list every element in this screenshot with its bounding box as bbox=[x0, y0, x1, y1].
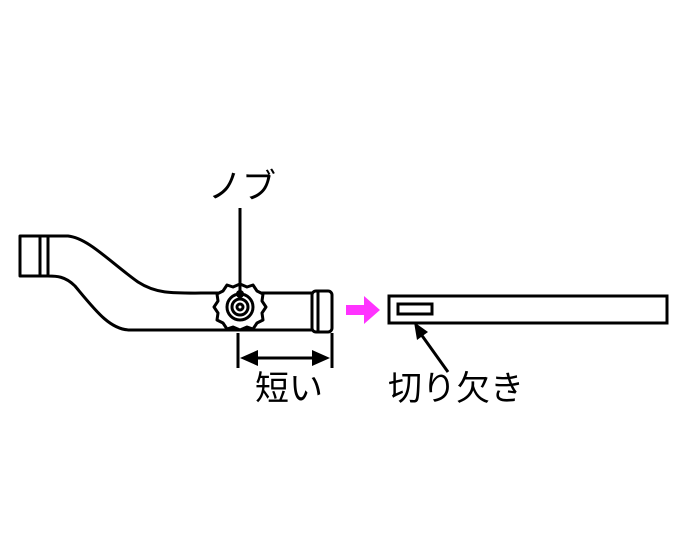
handle-end-grip bbox=[310, 289, 334, 334]
handle-body bbox=[46, 234, 322, 332]
notch-slot bbox=[396, 302, 434, 316]
arrow-right-icon bbox=[346, 296, 380, 324]
notch-leader-arrowhead bbox=[414, 322, 428, 340]
knob-label: ノブ bbox=[208, 167, 276, 207]
notch-label: 切り欠き bbox=[388, 369, 524, 409]
dimension-arrowhead-left bbox=[240, 350, 258, 366]
dimension-arrowhead-right bbox=[312, 350, 330, 366]
notch-leader-line bbox=[416, 329, 450, 373]
short-label: 短い bbox=[255, 369, 323, 409]
knob-leader-dot bbox=[236, 290, 244, 298]
knob-center bbox=[235, 302, 245, 312]
flat-bar bbox=[387, 294, 669, 325]
handle-tip-cap bbox=[18, 234, 50, 278]
